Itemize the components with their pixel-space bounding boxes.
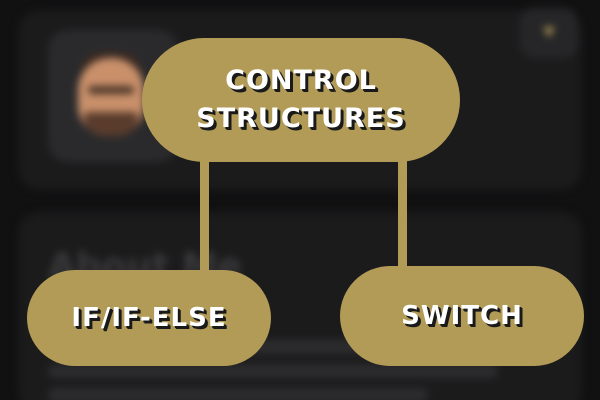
node-label: SWITCH (401, 301, 523, 331)
avatar-beard (84, 112, 138, 136)
connector-root-to-right (398, 158, 407, 268)
avatar-eyes (88, 86, 134, 94)
node-control-structures: CONTROL STRUCTURES (142, 38, 460, 162)
menu-button[interactable] (520, 8, 578, 58)
about-text-line (48, 364, 498, 378)
node-if-else: IF/IF-ELSE (27, 270, 271, 366)
connector-root-to-left (200, 158, 209, 274)
node-label: CONTROL STRUCTURES (196, 65, 406, 134)
node-switch: SWITCH (340, 266, 584, 366)
about-text-line (48, 388, 428, 400)
chevron-down-icon: ▼ (543, 24, 555, 40)
node-label: IF/IF-ELSE (71, 303, 227, 333)
